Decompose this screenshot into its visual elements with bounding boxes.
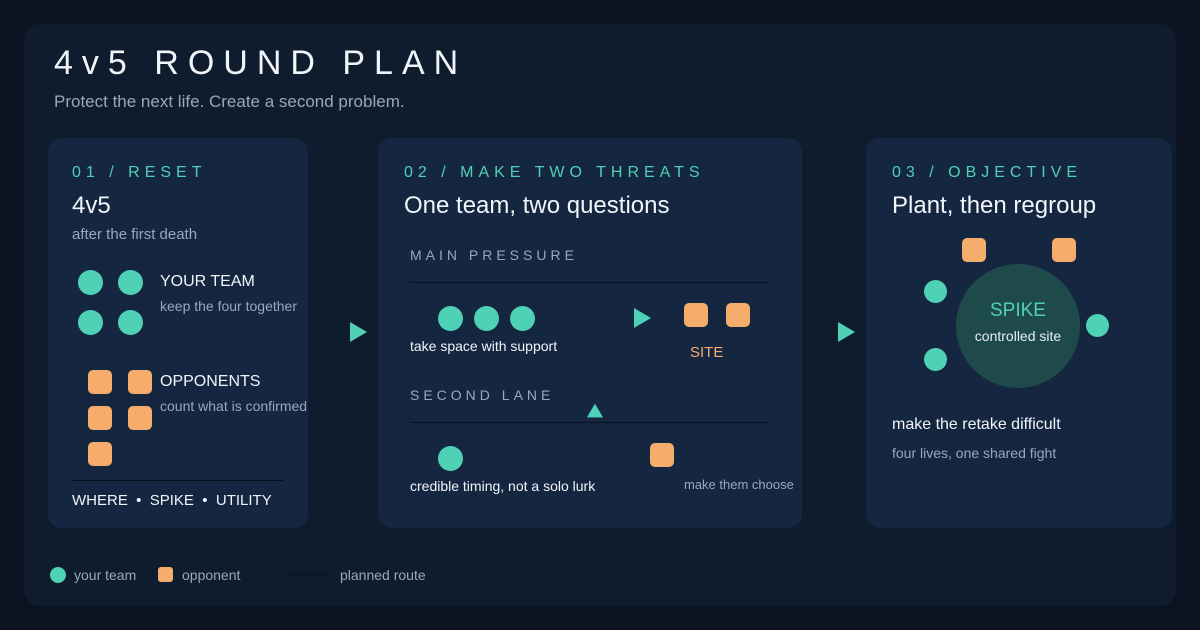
- site-label: SITE: [690, 344, 724, 361]
- team-title: YOUR TEAM: [160, 273, 255, 290]
- spike-zone: SPIKE controlled site: [956, 264, 1080, 388]
- legend-opponent-label: opponent: [182, 567, 241, 583]
- route-line-second: [410, 422, 768, 423]
- team-player-marker: [924, 348, 947, 371]
- opponents-note: count what is confirmed: [160, 398, 308, 414]
- team-player-marker: [474, 306, 499, 331]
- flow-arrow-icon: [838, 322, 855, 342]
- opponent-marker: [1052, 238, 1076, 262]
- opponent-marker: [88, 370, 112, 394]
- opponent-marker: [726, 303, 750, 327]
- card-divider: [72, 480, 284, 481]
- legend-opponent-icon: [158, 567, 173, 582]
- team-player-marker: [78, 310, 103, 335]
- team-player-marker: [438, 446, 463, 471]
- flow-arrow-icon: [350, 322, 367, 342]
- legend-route-label: planned route: [340, 567, 426, 583]
- card-heading-threats: One team, two questions: [404, 192, 670, 219]
- objective-note-sub: four lives, one shared fight: [892, 445, 1057, 461]
- lane-title-second: SECOND LANE: [410, 387, 555, 403]
- objective-note-title: make the retake difficult: [892, 416, 1061, 433]
- team-player-marker: [510, 306, 535, 331]
- lane-note-second: credible timing, not a solo lurk: [410, 478, 596, 494]
- legend-team-icon: [50, 567, 66, 583]
- route-line-main: [410, 282, 768, 283]
- opponent-marker: [650, 443, 674, 467]
- card-heading-reset: 4v5: [72, 192, 111, 219]
- lane-title-main: MAIN PRESSURE: [410, 247, 578, 263]
- opponent-marker: [962, 238, 986, 262]
- step-label-threats: 02 / MAKE TWO THREATS: [404, 164, 705, 181]
- opponents-title: OPPONENTS: [160, 373, 261, 390]
- team-player-marker: [438, 306, 463, 331]
- opponent-marker: [128, 370, 152, 394]
- opponent-marker: [128, 406, 152, 430]
- step-label-objective: 03 / OBJECTIVE: [892, 164, 1083, 181]
- spike-subtitle: controlled site: [974, 328, 1062, 344]
- opponent-marker: [684, 303, 708, 327]
- opponent-marker: [88, 442, 112, 466]
- page-subtitle: Protect the next life. Create a second p…: [54, 92, 405, 111]
- step-label-reset: 01 / RESET: [72, 164, 207, 181]
- legend-route-icon: [286, 574, 328, 575]
- team-player-marker: [118, 310, 143, 335]
- team-player-marker: [1086, 314, 1109, 337]
- team-player-marker: [924, 280, 947, 303]
- team-player-marker: [118, 270, 143, 295]
- route-arrow-icon: [634, 308, 651, 328]
- lane-note-main: take space with support: [410, 338, 558, 354]
- opponent-marker: [88, 406, 112, 430]
- spike-title: SPIKE: [990, 300, 1046, 321]
- card-caption-reset: after the first death: [72, 226, 198, 243]
- page-title: 4v5 ROUND PLAN: [54, 44, 468, 82]
- card-heading-objective: Plant, then regroup: [892, 192, 1097, 219]
- card-footer-reset: WHERE • SPIKE • UTILITY: [72, 492, 272, 509]
- legend-team-label: your team: [74, 567, 137, 583]
- team-note: keep the four together: [160, 298, 297, 314]
- team-player-marker: [78, 270, 103, 295]
- choose-note: make them choose: [684, 477, 794, 492]
